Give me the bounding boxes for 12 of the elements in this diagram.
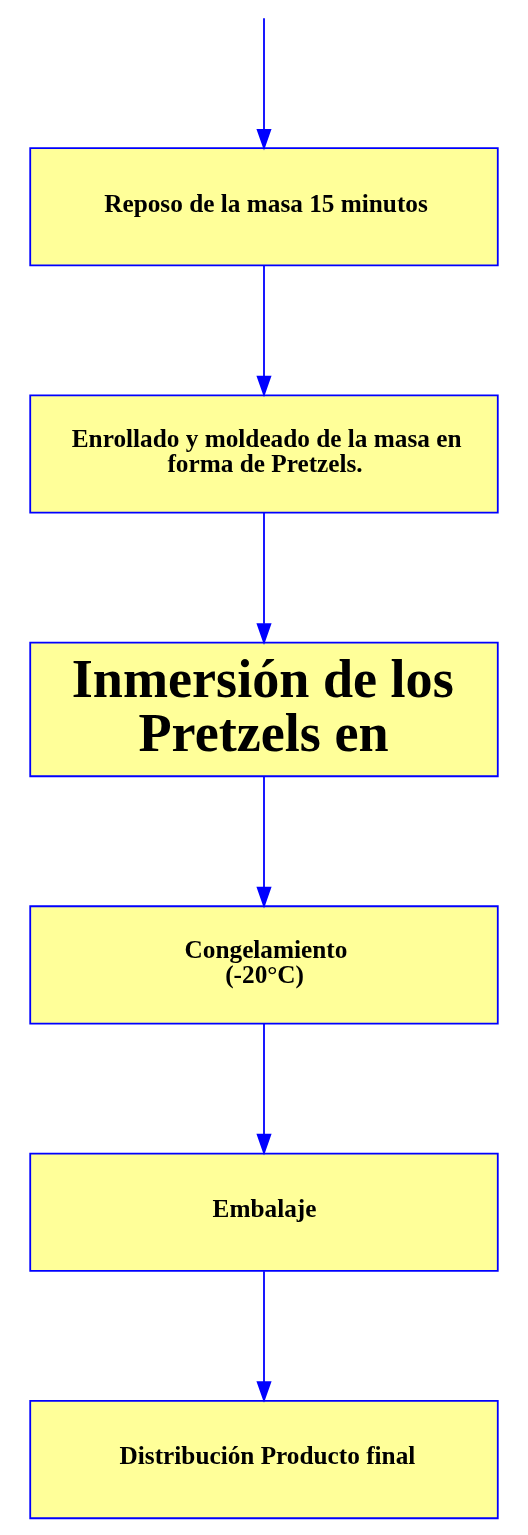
node-box: Enrollado y moldeado de la masa en forma de Pretzels. xyxy=(29,394,499,514)
node-box: Reposo de la masa 15 minutos xyxy=(29,147,499,267)
arrow xyxy=(256,1022,272,1156)
node-box: Congelamiento (-20°C) xyxy=(29,905,499,1025)
node-box: Embalaje xyxy=(29,1152,499,1272)
arrow xyxy=(256,17,272,151)
node-box: Inmersión de los Pretzels en xyxy=(29,641,499,778)
arrow xyxy=(256,264,272,398)
node-box: Distribución Producto final xyxy=(29,1400,499,1520)
arrow xyxy=(256,1270,272,1403)
arrow xyxy=(256,775,272,909)
arrow xyxy=(256,512,272,646)
